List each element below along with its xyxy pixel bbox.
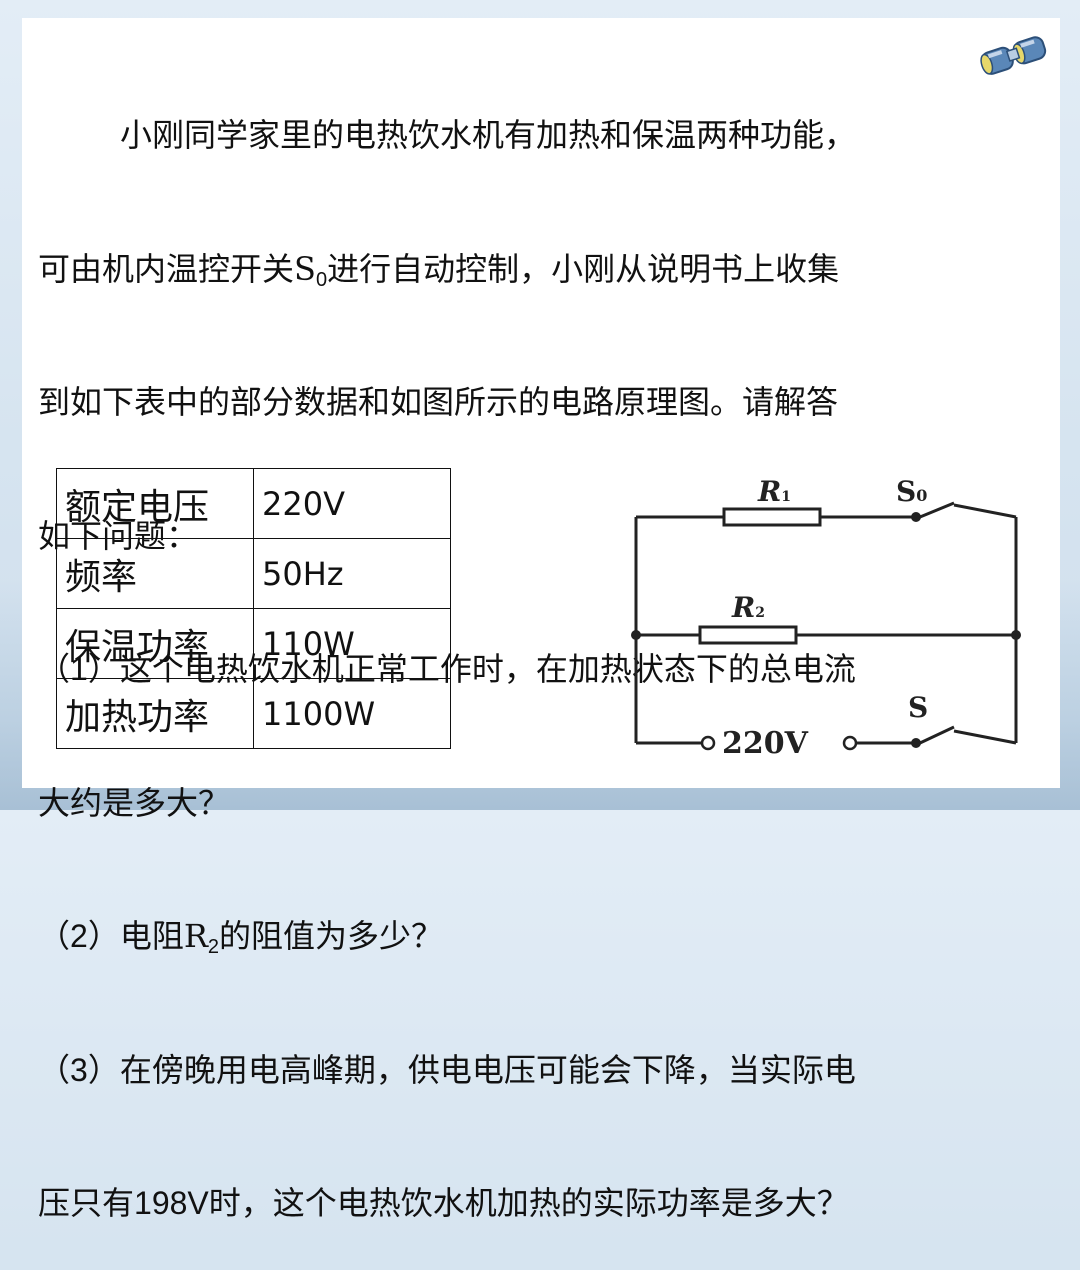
table-row: 额定电压 220V <box>56 468 451 539</box>
table-row: 加热功率 1100W <box>56 678 451 749</box>
intro-line-1: 小刚同学家里的电热饮水机有加热和保温两种功能， <box>120 116 857 154</box>
supply-terminal-right <box>842 735 858 751</box>
switch-s0-pivot <box>911 512 921 522</box>
question-1-line-2: 大约是多大？ <box>38 783 231 822</box>
resistor-r1 <box>722 507 822 527</box>
question-2: （2）电阻R2的阻值为多少？ <box>38 917 444 958</box>
circuit-diagram: R1 R2 S0 S 220V <box>631 475 1021 761</box>
table-row: 频率 50Hz <box>56 538 451 609</box>
intro-line-2: 可由机内温控开关S0进行自动控制，小刚从说明书上收集 <box>38 249 840 291</box>
r1-label: R1 <box>757 475 791 508</box>
s0-label: S0 <box>896 475 927 508</box>
spec-label: 保温功率 <box>56 608 254 679</box>
junction-right <box>1011 630 1021 640</box>
supply-voltage-label: 220V <box>722 726 809 761</box>
question-3-line-1: （3）在傍晚用电高峰期，供电电压可能会下降，当实际电 <box>38 1050 856 1089</box>
spec-label: 频率 <box>56 538 254 609</box>
spec-value: 220V <box>253 468 451 539</box>
spec-label: 加热功率 <box>56 678 254 749</box>
question-3-line-2: 压只有198V时，这个电热饮水机加热的实际功率是多大？ <box>38 1184 849 1222</box>
table-row: 保温功率 110W <box>56 608 451 679</box>
spec-value: 1100W <box>253 678 451 749</box>
resistor-r2 <box>698 625 798 645</box>
supply-terminal-left <box>700 735 716 751</box>
switch-s-pivot <box>911 738 921 748</box>
s-label: S <box>908 691 928 724</box>
intro-line-3: 到如下表中的部分数据和如图所示的电路原理图。请解答 <box>38 383 839 421</box>
spec-value: 50Hz <box>253 538 451 609</box>
spec-value: 110W <box>253 608 451 679</box>
spec-table: 额定电压 220V 频率 50Hz 保温功率 110W 加热功率 1100W <box>56 468 451 749</box>
r2-label: R2 <box>731 591 765 624</box>
junction-left <box>631 630 641 640</box>
spec-label: 额定电压 <box>56 468 254 539</box>
binoculars-icon <box>975 24 1055 88</box>
